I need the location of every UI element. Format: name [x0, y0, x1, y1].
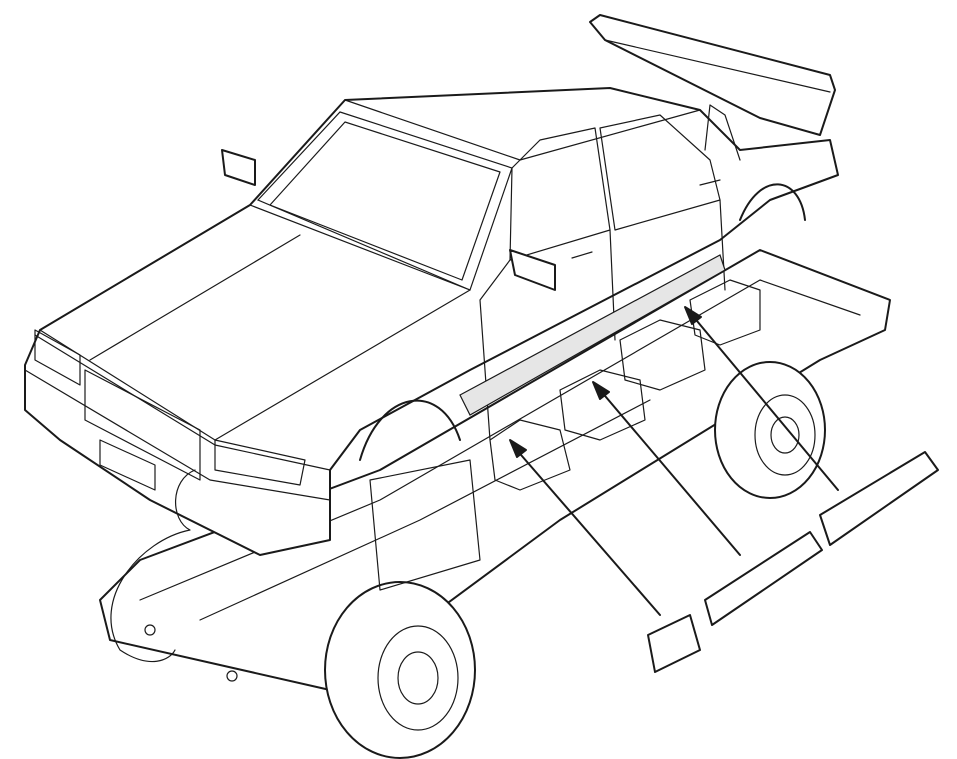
callout-arrows: [509, 306, 839, 616]
cable: [110, 469, 196, 663]
rear-wheel: [714, 361, 826, 499]
front-wheel: [324, 581, 476, 759]
trim-strip-2: [704, 531, 823, 626]
trim-strip-1: [647, 614, 701, 673]
car-body: [24, 87, 839, 556]
trim-strips: [647, 451, 939, 673]
seats: [369, 279, 761, 591]
trunk-lid: [589, 14, 836, 136]
trim-strip-3: [819, 451, 939, 546]
